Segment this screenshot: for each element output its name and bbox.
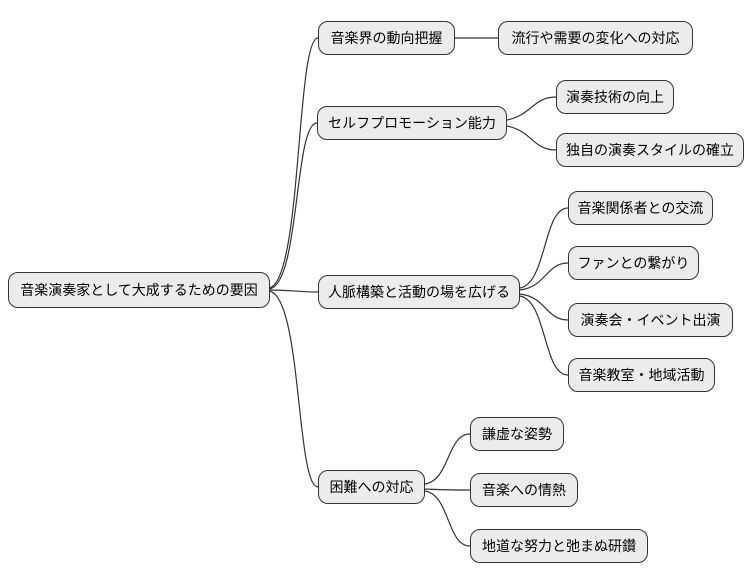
edge-branch-4-to-leaf-4-2 xyxy=(424,488,471,491)
edge-branch-2-to-leaf-2-1 xyxy=(506,96,557,121)
node-branch-1: 音楽界の動向把握 xyxy=(318,21,455,55)
node-leaf-1-1: 流行や需要の変化への対応 xyxy=(498,21,693,55)
node-leaf-4-2: 音楽への情熱 xyxy=(470,473,578,507)
node-leaf-4-1: 謙虚な姿勢 xyxy=(470,417,564,451)
node-leaf-3-4: 音楽教室・地域活動 xyxy=(568,358,715,392)
node-leaf-4-3: 地道な努力と弛まぬ研鑽 xyxy=(470,529,648,563)
node-leaf-3-2: ファンとの繋がり xyxy=(568,246,699,280)
node-branch-4: 困難への対応 xyxy=(318,470,425,504)
node-root: 音楽演奏家として大成するための要因 xyxy=(8,272,270,308)
node-leaf-3-1: 音楽関係者との交流 xyxy=(568,191,713,225)
edge-branch-3-to-leaf-3-4 xyxy=(519,295,569,376)
edge-branch-4-to-leaf-4-1 xyxy=(424,433,471,485)
edge-branch-3-to-leaf-3-3 xyxy=(519,293,569,321)
edge-root-to-branch-2 xyxy=(268,122,318,290)
node-leaf-3-3: 演奏会・イベント出演 xyxy=(568,303,733,337)
node-leaf-2-2: 独自の演奏スタイルの確立 xyxy=(556,133,744,167)
edge-branch-3-to-leaf-3-1 xyxy=(519,207,569,289)
node-leaf-2-1: 演奏技術の向上 xyxy=(556,80,674,114)
edge-root-to-branch-1 xyxy=(268,37,319,289)
node-branch-2: セルフプロモーション能力 xyxy=(317,106,507,140)
edge-root-to-branch-4 xyxy=(268,290,319,488)
edge-branch-2-to-leaf-2-2 xyxy=(506,125,557,151)
edge-branch-4-to-leaf-4-3 xyxy=(424,490,471,547)
node-branch-3: 人脈構築と活動の場を広げる xyxy=(318,275,520,309)
edge-root-to-branch-3 xyxy=(268,289,319,293)
edge-branch-3-to-leaf-3-2 xyxy=(519,262,569,291)
